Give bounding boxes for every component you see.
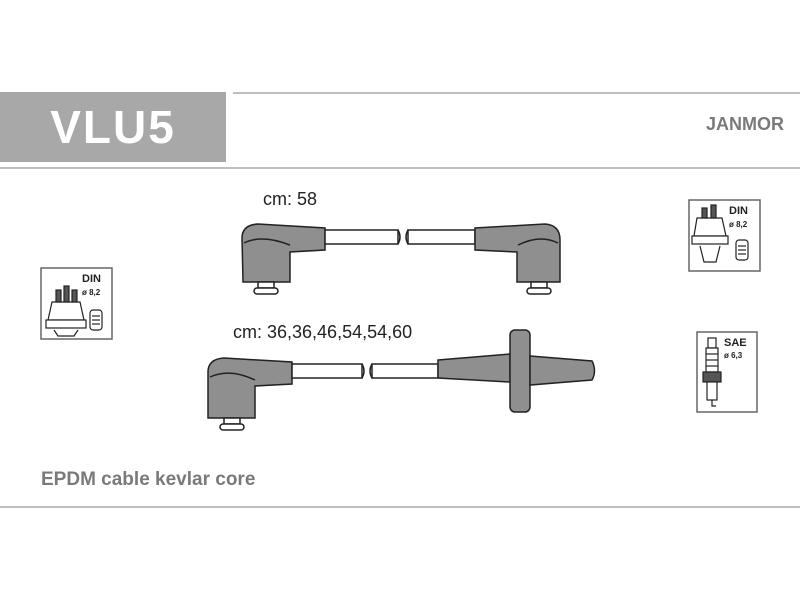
angled-boot xyxy=(207,357,293,431)
cable-description: EPDM cable kevlar core xyxy=(41,469,256,490)
spark-plug-icon-box: SAE ø 6,3 xyxy=(696,331,758,413)
cable-segment xyxy=(371,363,439,379)
diameter-label: ø 8,2 xyxy=(729,220,748,229)
right-angled-boot xyxy=(474,223,561,295)
cable-segment xyxy=(324,229,399,245)
distributor-cap-icon xyxy=(45,285,103,337)
bottom-cable-lengths: cm: 36,36,46,54,54,60 xyxy=(233,322,413,342)
product-code-box xyxy=(0,92,226,162)
sae-label: SAE xyxy=(724,337,747,349)
top-cable xyxy=(241,223,561,295)
din-label: DIN xyxy=(729,205,748,217)
cable-segment xyxy=(407,229,476,245)
product-code: VLU5 xyxy=(50,101,176,153)
bottom-cable xyxy=(207,329,596,431)
left-angled-boot xyxy=(241,223,326,295)
top-cable-length: cm: 58 xyxy=(263,189,318,209)
distributor-cap-icon xyxy=(691,204,749,263)
distributor-icon-left: DIN ø 8,2 xyxy=(40,267,113,340)
straight-plug-boot xyxy=(437,329,596,413)
footer-divider xyxy=(0,506,800,508)
diameter-label: ø 8,2 xyxy=(82,288,101,297)
header-divider xyxy=(233,92,800,94)
spark-plug-icon xyxy=(702,337,722,407)
section-divider xyxy=(0,167,800,169)
din-label: DIN xyxy=(82,273,101,285)
cable-segment xyxy=(291,363,363,379)
brand-name: JANMOR xyxy=(705,114,784,134)
diameter-label: ø 6,3 xyxy=(724,351,743,360)
distributor-icon-right: DIN ø 8,2 xyxy=(688,199,761,272)
